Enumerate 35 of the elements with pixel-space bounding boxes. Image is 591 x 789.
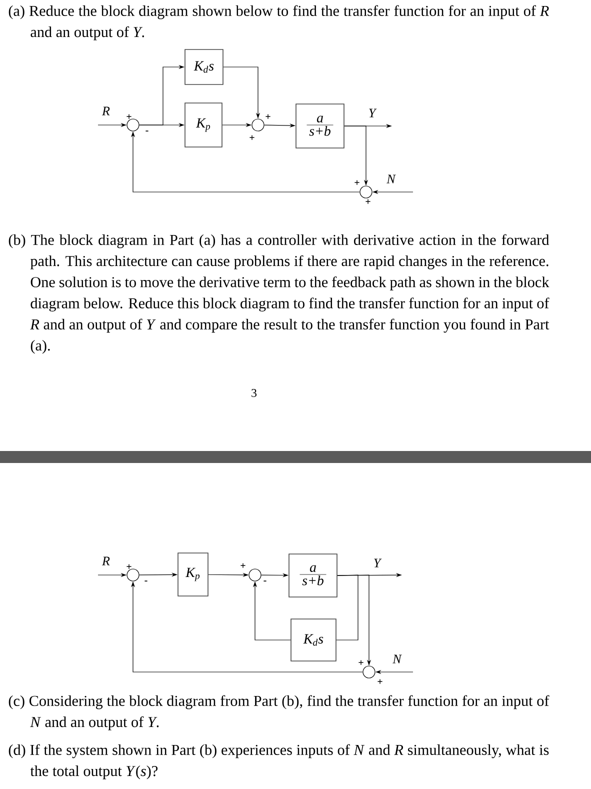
summing-junction [252, 118, 264, 132]
question-text: (a) Reduce the block diagram shown below to find the transfer function for an input of R and an output of Y. [8, 5, 549, 40]
page-number: 3 [252, 388, 257, 398]
signal-label: Y [372, 558, 382, 568]
transfer-function-block: K$_{d}$s [184, 49, 224, 85]
transfer-function-block: K$_{d}$s [290, 618, 336, 662]
transfer-function-block: a s+b [296, 104, 344, 148]
signal-label: N [392, 654, 402, 664]
transfer-function-block: K$_{p}$ [178, 552, 208, 596]
sign-label: - [144, 580, 148, 582]
summing-junction [126, 568, 140, 582]
transfer-function-block: a s+b [288, 554, 338, 598]
sign-label: + [250, 135, 254, 140]
transfer-function-block: K$_{p}$ [184, 102, 222, 148]
signal-label: R [102, 106, 110, 116]
question-text: (c) Considering the block diagram from Part (b), find the transfer function for an input of N and an output of Y. [8, 695, 550, 730]
sign-label: + [126, 564, 132, 569]
sign-label: + [358, 660, 364, 665]
summing-junction [248, 568, 262, 582]
sign-label: - [264, 580, 266, 582]
question-text: (d) If the system shown in Part (b) experiences inputs of N and R simultaneously, what is the total output Y(s)? [8, 744, 549, 780]
signal-label: N [386, 174, 396, 184]
summing-junction [362, 666, 376, 678]
sign-label: + [266, 114, 270, 119]
sign-label: + [354, 180, 360, 185]
sign-label: + [126, 114, 132, 119]
sign-label: - [146, 130, 148, 132]
summing-junction [126, 118, 140, 132]
sign-label: + [378, 679, 382, 684]
question-text: (b) The block diagram in Part (a) has a controller with derivative action in the forward path. This architecture can cause problems if there are rapid changes in the reference. One solution is to move the derivative term to the feedback path as shown in the block diagram below. Reduce this block diagram to find the transfer function for an input of R and an output of Y and compare the result to the transfer function you found in Part (a). [8, 234, 550, 354]
sign-label: + [240, 563, 246, 568]
signal-label: R [102, 556, 110, 566]
signal-label: Y [368, 108, 377, 118]
sign-label: + [366, 199, 370, 204]
summing-junction [360, 186, 372, 198]
